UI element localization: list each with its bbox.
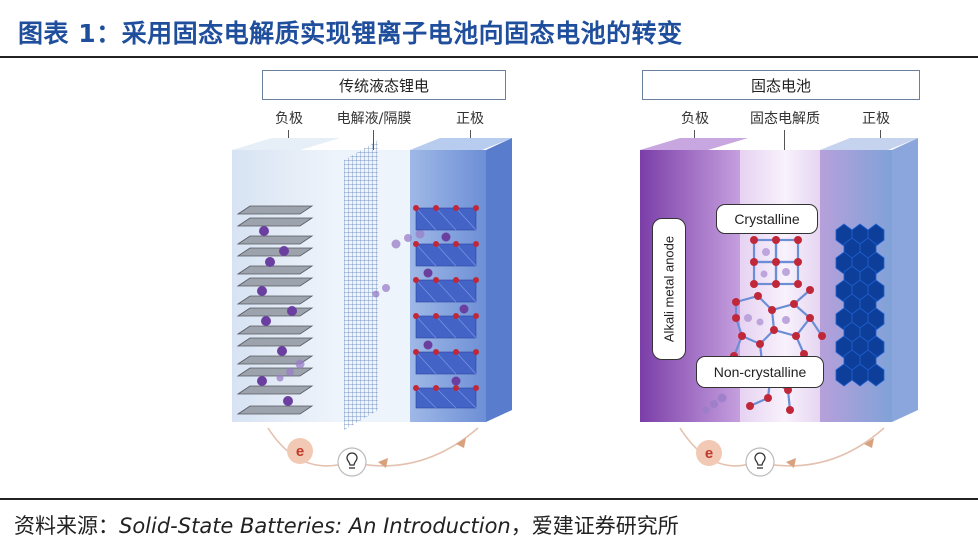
top-rule — [0, 56, 978, 58]
electron-icon: e — [696, 440, 722, 466]
right-battery — [640, 138, 918, 477]
source-reference: Solid-State Batteries: An Introduction — [119, 514, 511, 538]
left-panel-title: 传统液态锂电 — [262, 70, 506, 100]
lightbulb-icon — [337, 447, 367, 477]
crystalline-badge: Crystalline — [716, 204, 818, 234]
electron-icon: e — [287, 438, 313, 464]
figure-title: 图表 1：采用固态电解质实现锂离子电池向固态电池的转变 — [18, 19, 683, 48]
bottom-rule — [0, 498, 978, 500]
left-cathode-side — [486, 138, 512, 422]
source-note: 资料来源：Solid-State Batteries: An Introduct… — [14, 510, 679, 540]
right-ion-trail — [702, 393, 727, 414]
left-tick-electrolyte — [373, 130, 375, 154]
left-lithium-ions — [257, 226, 297, 406]
arrow-icon — [456, 438, 466, 448]
alkali-anode-label: Alkali metal anode — [661, 235, 677, 343]
left-ion-trail — [276, 229, 425, 382]
alkali-anode-tag: Alkali metal anode — [652, 218, 686, 360]
left-anode-top — [232, 138, 340, 150]
lightbulb-icon — [745, 447, 775, 477]
right-cathode-hexes — [835, 223, 885, 387]
left-label-anode: 负极 — [275, 111, 303, 127]
right-label-cathode: 正极 — [862, 111, 890, 127]
left-cathode-lattice — [413, 205, 479, 409]
arrow-icon — [786, 458, 796, 468]
right-cathode-top — [820, 138, 918, 150]
left-label-cathode: 正极 — [456, 111, 484, 127]
left-cathode-top — [410, 138, 512, 150]
left-label-electrolyte: 电解液/隔膜 — [336, 111, 412, 127]
right-label-electrolyte: 固态电解质 — [750, 111, 820, 127]
crystalline-lattice — [750, 236, 802, 288]
non-crystalline-badge: Non-crystalline — [696, 356, 824, 388]
left-separator-mesh — [344, 140, 378, 430]
arrow-icon — [864, 438, 874, 448]
arrow-icon — [378, 458, 388, 468]
source-suffix: ，爱建证券研究所 — [510, 514, 679, 538]
source-prefix: 资料来源： — [14, 514, 119, 538]
right-cathode-side — [892, 138, 918, 422]
right-label-anode: 负极 — [681, 111, 709, 127]
left-battery — [232, 138, 512, 477]
right-panel-title: 固态电池 — [642, 70, 920, 100]
right-tick-electrolyte — [784, 130, 786, 154]
right-anode-top — [640, 138, 748, 150]
